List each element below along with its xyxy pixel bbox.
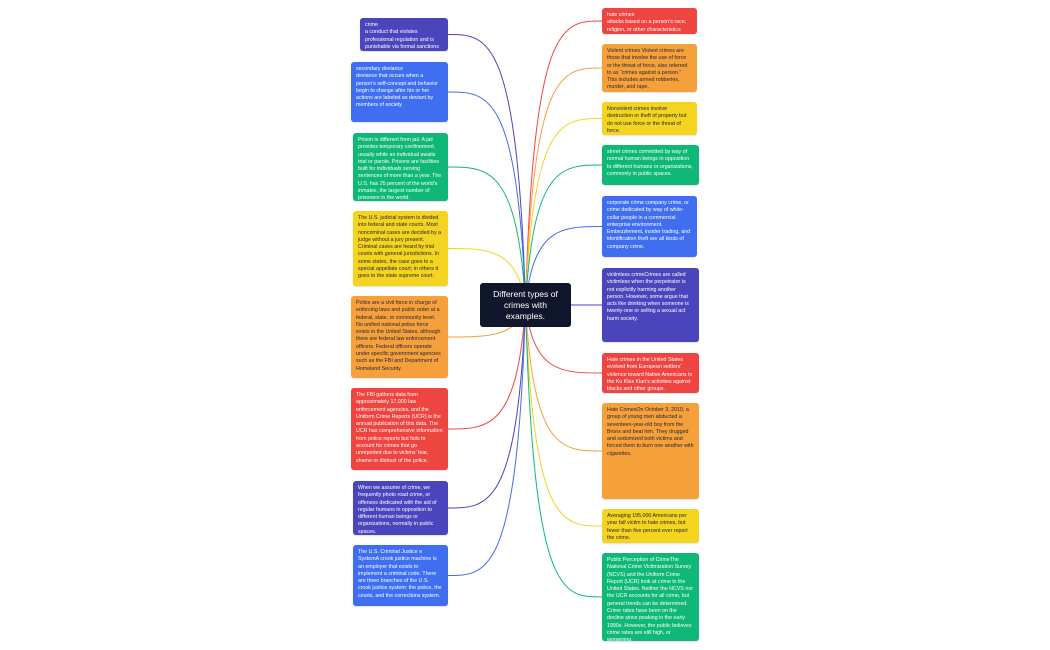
node-text: Police are a civil force in charge of en… xyxy=(356,300,441,372)
connector-R4 xyxy=(525,226,603,306)
node-corporate-crime[interactable]: corporate crime company crime, or crime … xyxy=(602,196,697,257)
node-street-crimes[interactable]: street crimes committed by way of normal… xyxy=(602,145,699,185)
node-street-crime-left[interactable]: When we assume of crime, we frequently p… xyxy=(353,481,448,535)
node-text: Violent crimes Violent crimes are those … xyxy=(607,48,688,91)
connector-R8 xyxy=(525,304,603,527)
node-text: corporate crime company crime, or crime … xyxy=(607,200,691,250)
connector-L0 xyxy=(447,34,526,306)
node-text: Prison is different from jail. A jail pr… xyxy=(358,137,442,201)
node-hate-crimes-2010[interactable]: Hate CrimesOn October 3, 2010, a group o… xyxy=(602,403,699,499)
node-hate-crimes-us[interactable]: Hate crimes in the United States evolved… xyxy=(602,353,699,393)
central-topic-label: Different types of crimes with examples. xyxy=(493,288,558,321)
connector-L6 xyxy=(447,304,526,509)
node-victimless-crime[interactable]: victimless crimeCrimes are called victim… xyxy=(602,268,699,342)
node-violent-crimes[interactable]: Violent crimes Violent crimes are those … xyxy=(602,44,697,92)
node-text: secondary deviance deviance that occurs … xyxy=(356,66,439,109)
connector-R3 xyxy=(525,164,603,306)
node-hate-crime-statistics[interactable]: Averaging 195,000 Americans per year fal… xyxy=(602,509,699,543)
node-text: crime a conduct that violates profession… xyxy=(365,22,439,50)
node-text: Hate crimes in the United States evolved… xyxy=(607,357,693,393)
connector-R2 xyxy=(525,118,603,306)
node-text: Public Perception of CrimeThe National C… xyxy=(607,557,693,641)
node-criminal-justice-system[interactable]: The U.S. Criminal Justice e SystemA croo… xyxy=(353,545,448,606)
node-text: street crimes committed by way of normal… xyxy=(607,149,693,177)
connector-L2 xyxy=(447,166,526,306)
connector-R9 xyxy=(525,304,603,598)
node-text: hate crimes attacks based on a person’s … xyxy=(607,12,687,33)
connector-R7 xyxy=(525,304,603,452)
connector-R0 xyxy=(525,20,603,306)
node-police[interactable]: Police are a civil force in charge of en… xyxy=(351,296,448,378)
connector-L5 xyxy=(447,304,526,430)
node-text: Hate CrimesOn October 3, 2010, a group o… xyxy=(607,407,694,457)
node-public-perception[interactable]: Public Perception of CrimeThe National C… xyxy=(602,553,699,641)
node-text: Averaging 195,000 Americans per year fal… xyxy=(607,513,688,541)
connector-R1 xyxy=(525,67,603,306)
node-fbi-ucr[interactable]: The FBI gathers data from approximately … xyxy=(351,388,448,470)
node-text: Nonviolent crimes involve destruction or… xyxy=(607,106,687,134)
node-crime[interactable]: crime a conduct that violates profession… xyxy=(360,18,448,51)
node-hate-crimes[interactable]: hate crimes attacks based on a person’s … xyxy=(602,8,697,34)
node-text: The U.S. Criminal Justice e SystemA croo… xyxy=(358,549,442,599)
connector-L7 xyxy=(447,304,526,576)
central-topic[interactable]: Different types of crimes with examples. xyxy=(480,283,571,327)
connector-L1 xyxy=(447,91,526,306)
node-text: victimless crimeCrimes are called victim… xyxy=(607,272,689,322)
node-judicial-system[interactable]: The U.S. judicial system is divided into… xyxy=(353,211,448,286)
node-prison[interactable]: Prison is different from jail. A jail pr… xyxy=(353,133,448,201)
node-secondary-deviance[interactable]: secondary deviance deviance that occurs … xyxy=(351,62,448,122)
node-nonviolent-crimes[interactable]: Nonviolent crimes involve destruction or… xyxy=(602,102,697,135)
node-text: The U.S. judicial system is divided into… xyxy=(358,215,442,280)
node-text: When we assume of crime, we frequently p… xyxy=(358,485,437,535)
node-text: The FBI gathers data from approximately … xyxy=(356,392,443,464)
